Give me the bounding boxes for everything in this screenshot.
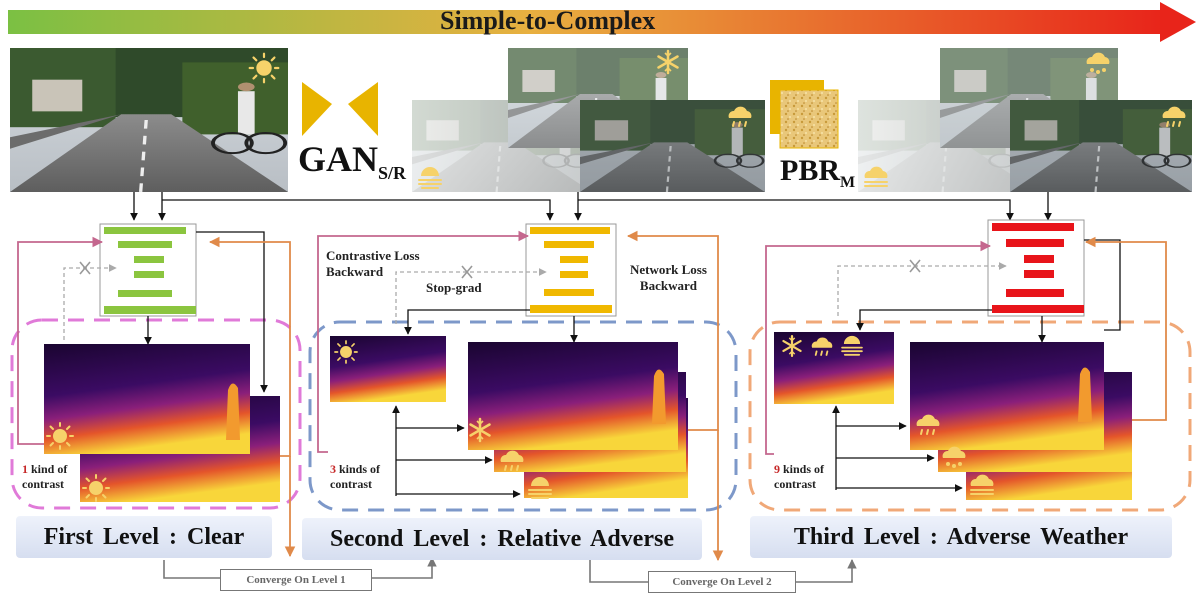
level-3-frame — [748, 320, 1192, 512]
level-3-contrast-count: 9 kinds of contrast — [774, 462, 825, 491]
sun-icon — [46, 422, 74, 450]
level-2-title: Second Level : Relative Adverse — [302, 518, 702, 560]
contrastive-loss-arrows — [17, 230, 992, 455]
decoder-arrows — [144, 231, 1121, 498]
stop-grad-label: Stop-grad — [426, 280, 482, 295]
sun-icon — [334, 340, 358, 364]
level-3-title: Third Level : Adverse Weather — [750, 516, 1172, 558]
level-2-frame — [308, 320, 738, 512]
encoder-level-3 — [987, 219, 1085, 317]
level-1-frame — [10, 318, 302, 510]
gan-bowtie-icon — [302, 82, 378, 136]
stop-grad-arrows — [63, 262, 1007, 340]
adverse-weather-images — [858, 48, 1192, 192]
encoder-level-1 — [99, 223, 197, 317]
stop-grad-cross-icon — [79, 259, 921, 279]
converge-level-1-box: Converge On Level 1 — [220, 569, 372, 591]
level-2-contrast-count: 3 kinds of contrast — [330, 462, 381, 491]
simple-to-complex-arrow — [8, 2, 1196, 42]
input-arrows — [130, 192, 1052, 221]
contrastive-loss-label: Contrastive Loss Backward — [326, 248, 420, 279]
level-1-title: First Level : Clear — [16, 516, 272, 558]
clear-street-image — [10, 48, 288, 192]
encoder-level-2 — [525, 223, 617, 317]
sun-icon — [82, 474, 110, 502]
relative-adverse-images — [412, 48, 765, 192]
network-loss-arrows — [208, 230, 1167, 562]
level-1-contrast-count: 1 kind of contrast — [22, 462, 68, 491]
sun-icon — [248, 52, 280, 84]
level-1-depth-maps — [44, 344, 280, 502]
level-3-depth-maps — [774, 332, 1132, 500]
gan-label: GANS/R — [298, 139, 407, 184]
pbr-texture-icon — [770, 80, 839, 149]
level-2-depth-maps — [330, 336, 688, 499]
network-loss-label: Network Loss Backward — [630, 262, 707, 293]
main-title: Simple-to-Complex — [440, 6, 656, 35]
converge-level-2-box: Converge On Level 2 — [648, 571, 796, 593]
pbr-label: PBRM — [780, 154, 856, 191]
